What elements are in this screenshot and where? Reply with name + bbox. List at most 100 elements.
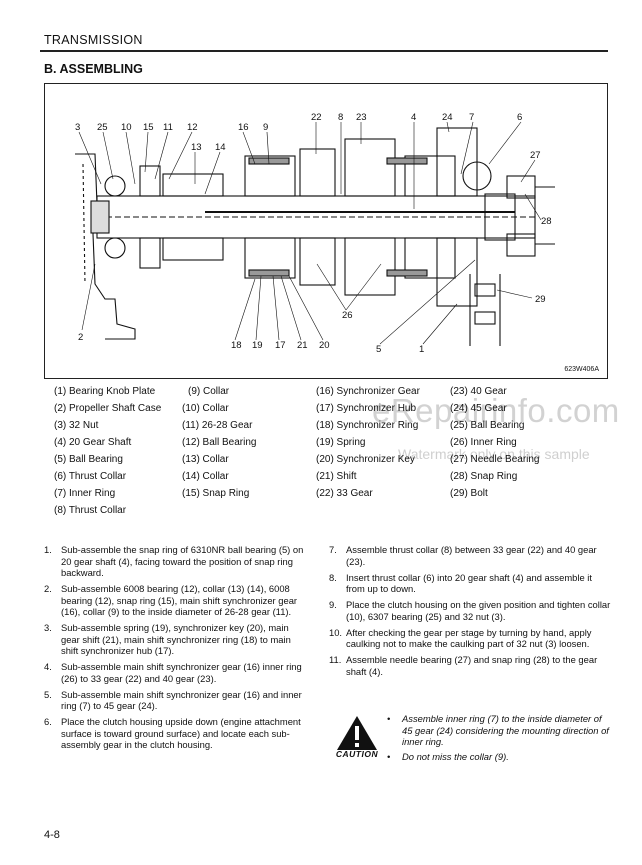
step-number: 6. (44, 716, 52, 727)
callout-6: 6 (517, 112, 522, 123)
callout-26: 26 (342, 310, 353, 321)
part-1: (1) Bearing Knob Plate (54, 386, 156, 397)
step-text: Assemble needle bearing (27) and snap ri… (346, 654, 598, 677)
callout-5: 5 (376, 344, 381, 355)
caution-notes: • Assemble inner ring (7) to the inside d… (387, 713, 613, 765)
part-7: (7) Inner Ring (54, 488, 116, 499)
step-number: 1. (44, 544, 52, 555)
step-text: Assemble thrust collar (8) between 33 ge… (346, 544, 597, 567)
part-9: (9) Collar (188, 386, 230, 397)
callout-28: 28 (541, 216, 552, 227)
callout-14: 14 (215, 142, 226, 153)
step-number: 3. (44, 622, 52, 633)
part-12: (12) Ball Bearing (182, 437, 257, 448)
step-number: 2. (44, 583, 52, 594)
callout-22: 22 (311, 112, 322, 123)
callout-29: 29 (535, 294, 546, 305)
warning-triangle-icon (337, 716, 377, 750)
callout-15: 15 (143, 122, 154, 133)
caution-label: CAUTION (335, 749, 379, 759)
part-11: (11) 26-28 Gear (182, 420, 253, 431)
step-text: Sub-assemble main shift synchronizer gea… (61, 688, 302, 712)
caution-note: • Assemble inner ring (7) to the inside d… (387, 713, 613, 748)
bullet-icon: • (387, 750, 391, 762)
part-22: (22) 33 Gear (316, 488, 373, 499)
header-rule (40, 50, 608, 52)
step-number: 5. (44, 688, 52, 700)
part-18: (18) Synchronizer Ring (316, 420, 419, 431)
step-text: After checking the gear per stage by tur… (346, 626, 592, 650)
step-item: 3. Sub-assemble spring (19), synchronizer… (44, 622, 306, 657)
step-text: Sub-assemble main shift synchronizer gea… (61, 661, 302, 684)
step-item: 7. Assemble thrust collar (8) between 33 … (329, 544, 611, 567)
callout-19: 19 (252, 340, 263, 351)
step-number: 4. (44, 661, 52, 672)
figure-code: 623W406A (564, 366, 599, 373)
step-item: 9. Place the clutch housing on the given … (329, 599, 611, 622)
part-28: (28) Snap Ring (450, 471, 518, 482)
transmission-cross-section: 3 25 10 15 11 12 13 14 16 9 22 8 23 4 24… (75, 112, 555, 355)
caution-note-text: Do not miss the collar (9). (402, 750, 509, 762)
part-16: (16) Synchronizer Gear (316, 386, 420, 397)
step-number: 8. (329, 571, 337, 583)
part-29: (29) Bolt (450, 488, 488, 499)
watermark-subtext: Watermark only on this sample (398, 446, 590, 462)
callout-3: 3 (75, 122, 80, 133)
page-number: 4-8 (44, 829, 60, 841)
part-2: (2) Propeller Shaft Case (54, 403, 162, 414)
part-5: (5) Ball Bearing (54, 454, 123, 465)
bullet-icon: • (387, 713, 391, 724)
callout-25: 25 (97, 122, 108, 133)
part-27: (27) Needle Bearing (450, 454, 540, 465)
assembly-diagram: 3 25 10 15 11 12 13 14 16 9 22 8 23 4 24… (44, 83, 608, 379)
step-text: Sub-assemble 6008 bearing (12), collar (… (61, 583, 298, 617)
step-number: 11. (329, 654, 342, 665)
step-text: Place the clutch housing on the given po… (346, 599, 611, 622)
callout-4: 4 (411, 112, 416, 123)
page-header-title: TRANSMISSION (44, 33, 143, 47)
callout-21: 21 (297, 340, 308, 351)
callout-2: 2 (78, 332, 83, 343)
assembly-steps-right: 7. Assemble thrust collar (8) between 33 … (329, 544, 611, 682)
step-item: 2. Sub-assemble 6008 bearing (12), collar… (44, 583, 306, 618)
part-24: (24) 45 Gear (450, 403, 507, 414)
callout-27: 27 (530, 150, 541, 161)
part-3: (3) 32 Nut (54, 420, 99, 431)
callout-8: 8 (338, 112, 343, 123)
callout-16: 16 (238, 122, 249, 133)
part-8: (8) Thrust Collar (54, 505, 127, 516)
part-14: (14) Collar (182, 471, 229, 482)
caution-note-text: Assemble inner ring (7) to the inside di… (402, 713, 609, 747)
callout-18: 18 (231, 340, 242, 351)
caution-note: • Do not miss the collar (9). (387, 751, 613, 763)
step-item: 5. Sub-assemble main shift synchronizer g… (44, 689, 306, 712)
part-15: (15) Snap Ring (182, 488, 250, 499)
step-item: 11. Assemble needle bearing (27) and snap… (329, 654, 611, 677)
watermark-text: eRepairinfo.com (372, 392, 620, 429)
callout-10: 10 (121, 122, 132, 133)
step-item: 10.After checking the gear per stage by … (329, 627, 611, 650)
assembly-steps-left: 1.Sub-assemble the snap ring of 6310NR b… (44, 544, 306, 755)
part-19: (19) Spring (316, 437, 366, 448)
callout-23: 23 (356, 112, 367, 123)
callout-9: 9 (263, 122, 268, 133)
step-item: 6. Place the clutch housing upside down (… (44, 716, 306, 751)
step-text: Place the clutch housing upside down (en… (61, 716, 301, 750)
part-20: (20) Synchronizer Key (316, 454, 415, 465)
step-text: Sub-assemble spring (19), synchronizer k… (61, 622, 291, 656)
step-number: 9. (329, 599, 337, 610)
part-26: (26) Inner Ring (450, 437, 517, 448)
part-21: (21) Shift (316, 471, 357, 482)
part-23: (23) 40 Gear (450, 386, 507, 397)
step-number: 10. (329, 626, 343, 638)
part-6: (6) Thrust Collar (54, 471, 127, 482)
step-item: 1.Sub-assemble the snap ring of 6310NR b… (44, 544, 306, 579)
callout-20: 20 (319, 340, 330, 351)
callout-7: 7 (469, 112, 474, 123)
part-25: (25) Ball Bearing (450, 420, 525, 431)
step-item: 8. Insert thrust collar (6) into 20 gear … (329, 572, 611, 595)
part-10: (10) Collar (182, 403, 229, 414)
step-text: Insert thrust collar (6) into 20 gear sh… (346, 571, 592, 595)
step-number: 7. (329, 544, 337, 555)
callout-1: 1 (419, 344, 424, 355)
